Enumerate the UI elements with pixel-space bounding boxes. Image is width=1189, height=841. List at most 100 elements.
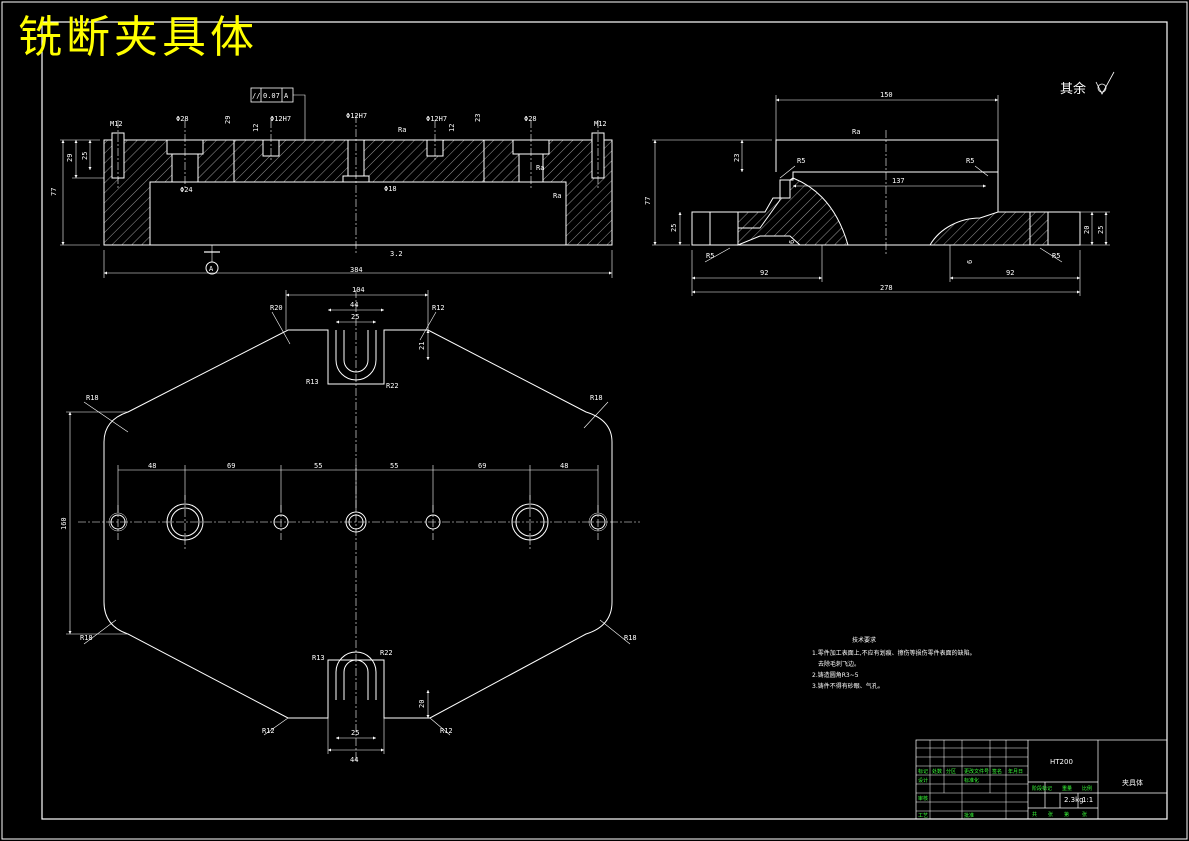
dim-overall-length: 384 <box>350 266 363 274</box>
dim-55-a: 55 <box>314 462 322 470</box>
inner-border <box>41 21 1168 820</box>
weight: 2.3kg <box>1064 796 1084 804</box>
tb-cell-9: 重量 <box>1062 785 1072 792</box>
dim-160: 160 <box>60 517 68 530</box>
dim-d24: Φ24 <box>180 186 193 194</box>
dim-48-a: 48 <box>148 462 156 470</box>
side-view-labels: 150 137 278 92 92 77 23 25 20 25 R5 R5 R… <box>644 91 1105 292</box>
dim-6a: 6 <box>788 240 796 244</box>
notes-line-2: 去除毛刺飞边。 <box>818 660 860 668</box>
tb-cell-7: 标准化 <box>964 777 979 784</box>
dim-25r-side: 25 <box>1097 226 1105 234</box>
notes-line-3: 2.铸造圆角R3~5 <box>812 671 859 679</box>
tb-cell-17: 张 <box>1082 811 1087 818</box>
dim-r18-tl: R18 <box>86 394 99 402</box>
tb-cell-16: 第 <box>1064 811 1069 818</box>
dim-r20: R20 <box>270 304 283 312</box>
dim-12b: 12 <box>448 124 456 132</box>
tb-cell-15: 张 <box>1048 811 1053 818</box>
tb-cell-12: 工艺 <box>918 813 928 819</box>
dim-29: 29 <box>66 154 74 162</box>
dim-m12-right: M12 <box>594 120 607 128</box>
technical-notes: 技术要求 1.零件加工表面上,不应有划痕、擦伤等损伤零件表面的缺陷。 去除毛刺飞… <box>812 636 976 690</box>
front-view-labels: 384 77 29 25 M12 M12 Φ28 Φ28 Φ24 Φ12H7 Φ… <box>50 92 607 274</box>
dim-150: 150 <box>880 91 893 99</box>
dim-r18-bl: R18 <box>80 634 93 642</box>
tol-value: 0.07 <box>263 92 280 100</box>
dim-29b: 29 <box>224 116 232 124</box>
notes-line-4: 3.铸件不得有砂眼、气孔。 <box>812 682 884 690</box>
dim-69-a: 69 <box>227 462 235 470</box>
notes-heading: 技术要求 <box>852 636 876 644</box>
dim-20-side: 20 <box>1083 226 1091 234</box>
dim-12: 12 <box>252 124 260 132</box>
drawing-title: 铣断夹具体 <box>18 12 258 63</box>
dim-r12-br: R12 <box>440 727 453 735</box>
tb-cell-1: 处数 <box>932 768 942 775</box>
dim-92-right: 92 <box>1006 269 1014 277</box>
dim-278: 278 <box>880 284 893 292</box>
dim-21-top: 21 <box>418 342 426 350</box>
dim-20-bot: 20 <box>418 700 426 708</box>
dim-104: 104 <box>352 286 365 294</box>
dim-r12-bl: R12 <box>262 727 275 735</box>
title-block <box>915 739 1168 820</box>
dim-r12-tr: R12 <box>432 304 445 312</box>
tb-cell-3: 更改文件号 <box>964 768 989 775</box>
dim-d12h7-a: Φ12H7 <box>270 115 291 123</box>
dim-23: 23 <box>474 114 482 122</box>
tb-cell-2: 分区 <box>946 768 956 775</box>
dim-6b: 6 <box>966 260 974 264</box>
r5-a: R5 <box>797 157 805 165</box>
roughness-symbol-icon <box>1095 71 1115 95</box>
tb-cell-4: 签名 <box>992 768 1002 775</box>
dim-d12h7-c: Φ12H7 <box>426 115 447 123</box>
dim-48-b: 48 <box>560 462 568 470</box>
notes-line-1: 1.零件加工表面上,不应有划痕、擦伤等损伤零件表面的缺陷。 <box>812 649 976 657</box>
tol-symbol: // <box>252 92 260 100</box>
ra-side: Ra <box>852 128 860 136</box>
tol-datum: A <box>284 92 289 100</box>
dim-44-top: 44 <box>350 301 358 309</box>
dim-m12-left: M12 <box>110 120 123 128</box>
tb-cell-0: 标记 <box>918 768 928 775</box>
ra-a: Ra <box>398 126 406 134</box>
dim-25-bot: 25 <box>351 729 359 737</box>
dim-r22-bot: R22 <box>380 649 393 657</box>
dim-r13-top: R13 <box>306 378 319 386</box>
ra-b: Ra <box>536 164 544 172</box>
side-view <box>652 95 1110 296</box>
dim-55-b: 55 <box>390 462 398 470</box>
dim-23-side: 23 <box>733 154 741 162</box>
dim-25-side: 25 <box>670 224 678 232</box>
tb-cell-8: 阶段标记 <box>1032 785 1052 792</box>
tb-cell-6: 设计 <box>918 777 928 784</box>
dim-137: 137 <box>892 177 905 185</box>
title-block-text: HT200 夹具体 2.3kg 1:1 标记 处数 分区 更改文件号 签名 年月… <box>918 758 1143 819</box>
r5-c: R5 <box>706 252 714 260</box>
plan-view <box>66 290 640 760</box>
part-name: 夹具体 <box>1122 778 1143 787</box>
ra-bottom: 3.2 <box>390 250 403 258</box>
material: HT200 <box>1050 758 1073 766</box>
tb-cell-10: 比例 <box>1082 785 1092 792</box>
tb-cell-13: 批准 <box>964 812 974 819</box>
dim-92-left: 92 <box>760 269 768 277</box>
plan-view-labels: 104 44 25 21 44 25 20 160 48 69 55 55 69… <box>60 286 637 764</box>
front-view <box>60 87 613 278</box>
dim-69-b: 69 <box>478 462 486 470</box>
tb-cell-11: 审核 <box>918 795 928 802</box>
dim-25: 25 <box>81 152 89 160</box>
dim-r18-tr: R18 <box>590 394 603 402</box>
dim-d12h7-b: Φ12H7 <box>346 112 367 120</box>
dim-r22-top: R22 <box>386 382 399 390</box>
dim-44-bot: 44 <box>350 756 358 764</box>
tb-cell-5: 年月日 <box>1008 768 1023 775</box>
dim-height-77: 77 <box>50 188 58 196</box>
dim-r18-br: R18 <box>624 634 637 642</box>
ra-c: Ra <box>553 192 561 200</box>
dim-d28-left: Φ28 <box>176 115 189 123</box>
tb-cell-14: 共 <box>1032 811 1037 818</box>
